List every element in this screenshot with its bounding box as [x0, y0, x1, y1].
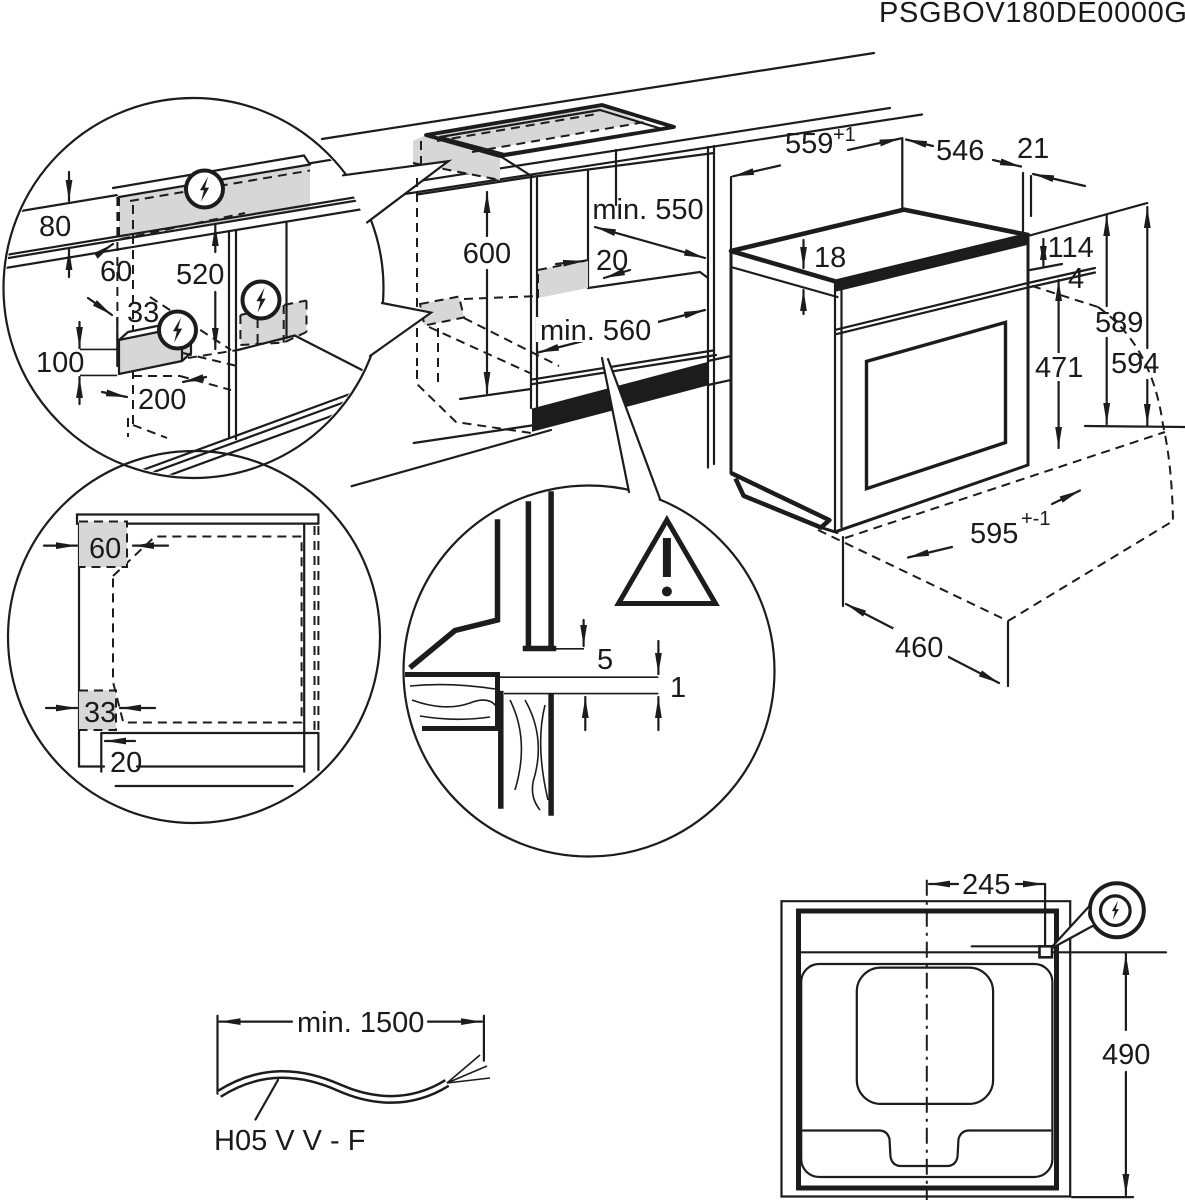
svg-text:1: 1	[670, 672, 686, 704]
svg-text:+1: +1	[833, 124, 856, 146]
svg-text:33: 33	[84, 697, 116, 729]
svg-text:100: 100	[36, 347, 84, 379]
svg-text:600: 600	[463, 238, 511, 270]
svg-text:21: 21	[1017, 133, 1049, 165]
svg-text:471: 471	[1035, 352, 1083, 384]
svg-text:min. 1500: min. 1500	[297, 1007, 424, 1039]
svg-text:114: 114	[1048, 232, 1094, 264]
svg-text:595: 595	[970, 518, 1018, 550]
svg-text:4: 4	[1068, 263, 1084, 295]
svg-text:200: 200	[138, 384, 186, 416]
svg-text:520: 520	[176, 259, 224, 291]
svg-text:490: 490	[1102, 1039, 1150, 1071]
svg-text:+-1: +-1	[1021, 508, 1050, 530]
svg-text:559: 559	[785, 128, 833, 160]
svg-text:20: 20	[110, 747, 142, 779]
svg-text:546: 546	[936, 135, 984, 167]
svg-text:min. 550: min. 550	[592, 194, 703, 226]
svg-text:5: 5	[597, 644, 613, 676]
svg-text:18: 18	[814, 242, 846, 274]
svg-text:20: 20	[596, 245, 628, 277]
svg-text:PSGBOV180DE0000G: PSGBOV180DE0000G	[879, 0, 1185, 29]
svg-text:594: 594	[1111, 348, 1159, 380]
svg-text:460: 460	[895, 632, 943, 664]
svg-text:589: 589	[1095, 307, 1143, 339]
svg-text:33: 33	[127, 297, 159, 329]
svg-text:60: 60	[100, 256, 132, 288]
svg-text:H05 V V - F: H05 V V - F	[214, 1125, 366, 1157]
svg-text:80: 80	[39, 211, 71, 243]
svg-text:min. 560: min. 560	[540, 315, 651, 347]
svg-text:60: 60	[89, 533, 121, 565]
svg-text:245: 245	[962, 869, 1010, 901]
